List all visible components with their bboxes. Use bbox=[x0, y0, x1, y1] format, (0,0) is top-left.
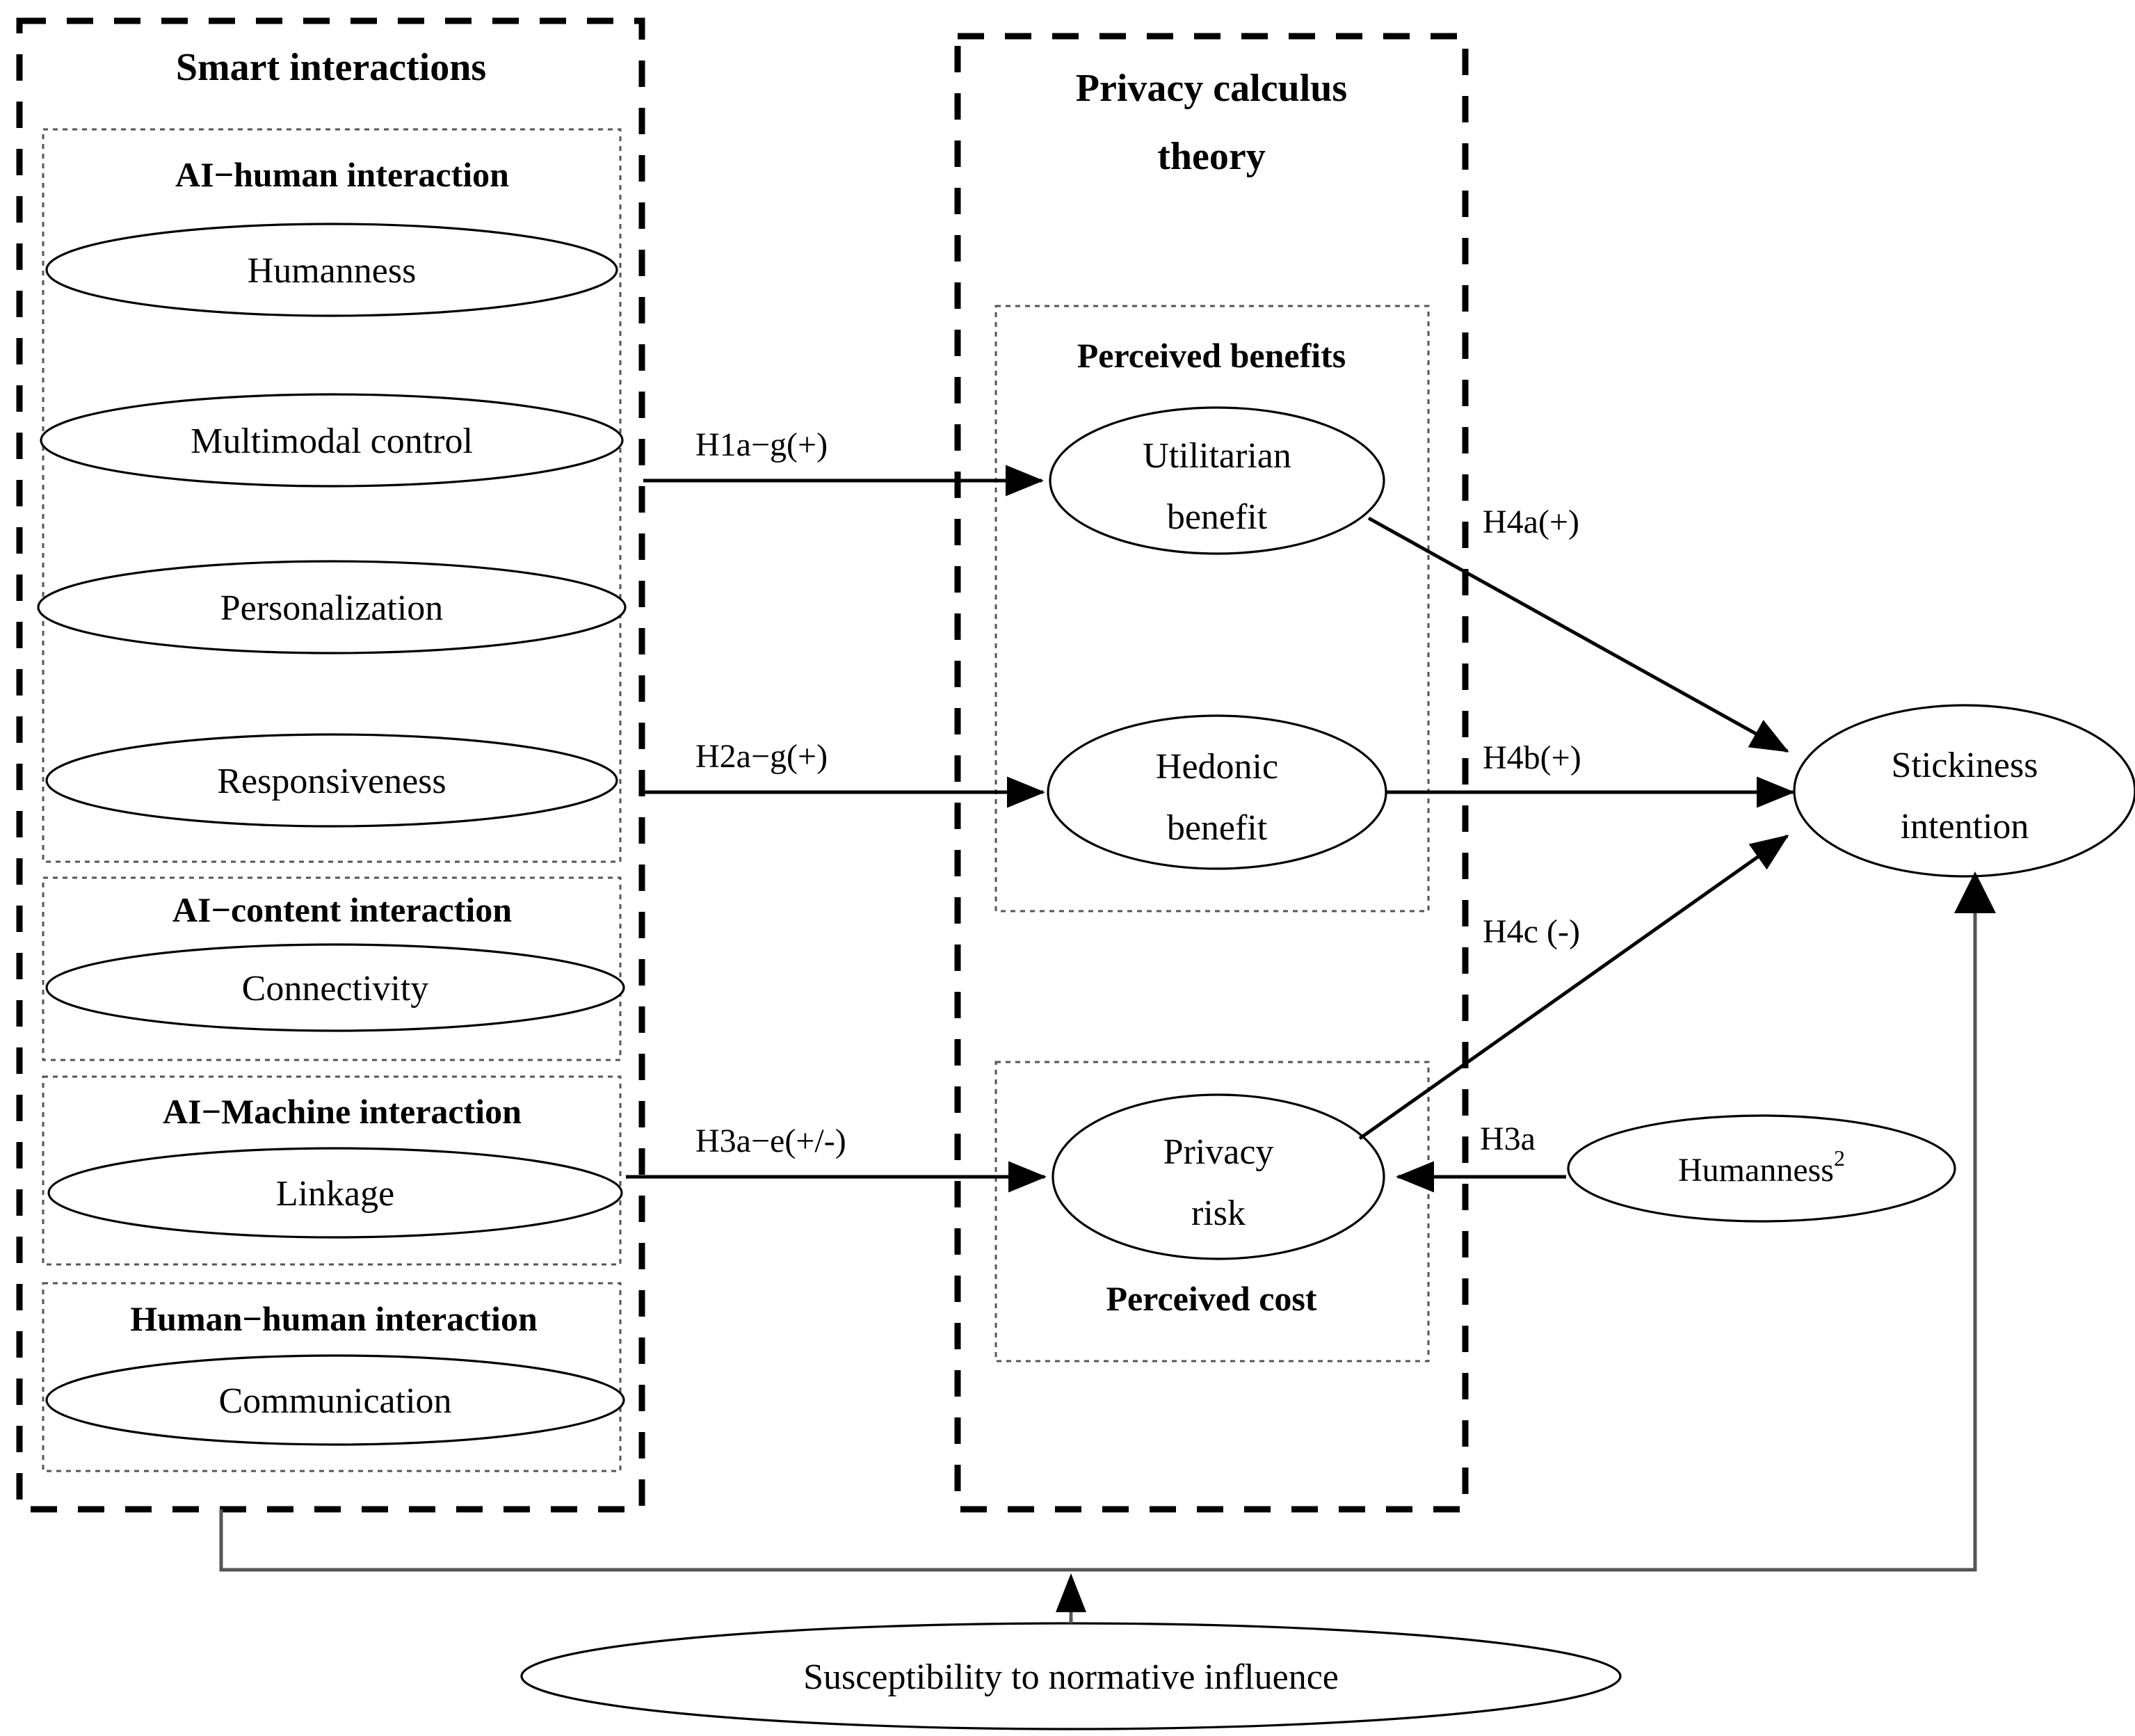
group-perceived-benefits-title: Perceived benefits bbox=[1077, 336, 1346, 375]
node-privacy-risk-ellipse[interactable] bbox=[1052, 1093, 1385, 1260]
node-humanness-squared-ellipse[interactable] bbox=[1567, 1114, 1956, 1223]
label-h3a: H3a bbox=[1480, 1120, 1536, 1157]
node-communication-label: Communication bbox=[218, 1381, 451, 1421]
label-h2: H2a−g(+) bbox=[695, 738, 828, 775]
moderation-rail-arrowhead bbox=[1954, 871, 1996, 913]
node-utilitarian-benefit-ellipse[interactable] bbox=[1049, 406, 1385, 555]
left-panel-title: Smart interactions bbox=[176, 46, 486, 89]
right-panel-title-line2: theory bbox=[1157, 135, 1266, 178]
node-personalization-ellipse[interactable] bbox=[37, 560, 627, 654]
group-human-human-title: Human−human interaction bbox=[130, 1299, 538, 1338]
node-stickiness-intention-ellipse[interactable] bbox=[1793, 704, 2135, 878]
node-stickiness-intention-label-line1: Stickiness bbox=[1892, 746, 2038, 785]
node-multimodal-control-ellipse[interactable] bbox=[40, 393, 624, 488]
arrow-h4c bbox=[1358, 834, 1789, 1141]
node-linkage-label: Linkage bbox=[276, 1174, 394, 1214]
node-humanness-squared-label: Humanness2 bbox=[1678, 1146, 1845, 1189]
node-connectivity-label: Connectivity bbox=[242, 969, 429, 1008]
node-humanness-label: Humanness bbox=[248, 251, 417, 291]
node-linkage-ellipse[interactable] bbox=[47, 1147, 623, 1239]
group-perceived-cost-title: Perceived cost bbox=[1106, 1279, 1316, 1318]
label-h4b: H4b(+) bbox=[1483, 739, 1581, 776]
smart-interactions-panel bbox=[16, 17, 645, 1513]
label-h3: H3a−e(+/-) bbox=[695, 1123, 846, 1159]
node-hedonic-benefit-label-line1: Hedonic bbox=[1156, 747, 1278, 787]
node-humanness-ellipse[interactable] bbox=[45, 223, 618, 317]
node-personalization-label: Personalization bbox=[220, 588, 444, 628]
group-perceived-benefits-box bbox=[994, 305, 1430, 913]
node-stickiness-intention-label-line2: intention bbox=[1901, 807, 2029, 846]
node-susceptibility-label: Susceptibility to normative influence bbox=[803, 1657, 1339, 1697]
node-responsiveness-ellipse[interactable] bbox=[45, 733, 618, 828]
node-utilitarian-benefit-label-line2: benefit bbox=[1167, 497, 1268, 537]
node-privacy-risk-label-line1: Privacy bbox=[1163, 1132, 1274, 1172]
privacy-calculus-panel bbox=[954, 33, 1469, 1513]
node-multimodal-control-label: Multimodal control bbox=[191, 421, 473, 461]
group-ai-human-box bbox=[42, 128, 622, 863]
group-human-human-box bbox=[42, 1282, 622, 1472]
label-h4c: H4c (-) bbox=[1483, 913, 1580, 950]
right-panel-title-line1: Privacy calculus bbox=[1076, 67, 1347, 110]
node-privacy-risk-label-line2: risk bbox=[1191, 1194, 1246, 1233]
moderation-rail bbox=[219, 899, 1977, 1572]
node-connectivity-ellipse[interactable] bbox=[45, 943, 625, 1032]
label-h4a: H4a(+) bbox=[1483, 504, 1579, 540]
group-ai-human-title: AI−human interaction bbox=[175, 155, 509, 194]
node-utilitarian-benefit-label-line1: Utilitarian bbox=[1143, 436, 1291, 476]
node-hedonic-benefit-label-line2: benefit bbox=[1167, 808, 1268, 848]
label-h1: H1a−g(+) bbox=[695, 426, 828, 463]
group-ai-machine-box bbox=[42, 1075, 622, 1266]
node-responsiveness-label: Responsiveness bbox=[217, 762, 446, 801]
group-ai-content-title: AI−content interaction bbox=[172, 890, 512, 929]
arrow-susceptibility-head bbox=[1056, 1573, 1086, 1612]
group-perceived-cost-box bbox=[994, 1061, 1430, 1363]
group-ai-machine-title: AI−Machine interaction bbox=[163, 1092, 522, 1131]
node-communication-ellipse[interactable] bbox=[45, 1354, 625, 1446]
arrow-h4a bbox=[1367, 516, 1789, 753]
